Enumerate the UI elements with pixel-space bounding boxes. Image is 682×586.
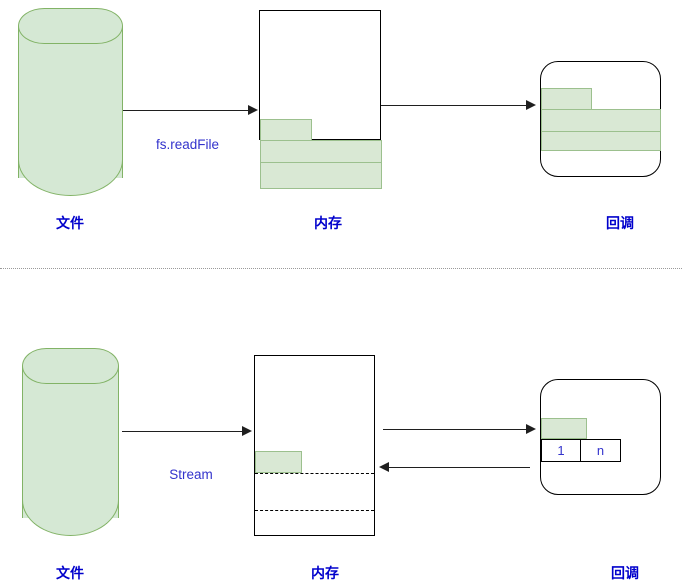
cylinder-top-ellipse	[18, 8, 123, 44]
arrow-memory-to-callback-top	[381, 105, 528, 106]
memory-box-bottom	[254, 355, 375, 536]
arrow-memory-to-callback-bottom	[383, 429, 527, 430]
file-cylinder-top	[18, 8, 123, 196]
arrow-head-file-to-memory-bottom	[242, 426, 252, 436]
memory-dashed-line-2	[255, 510, 374, 511]
chunk-table: 1 n	[541, 439, 621, 462]
memory-dashed-line-1	[255, 473, 374, 474]
cylinder-body	[22, 366, 119, 518]
file-label-bottom: 文件	[56, 565, 84, 581]
memory-box-top	[259, 10, 381, 140]
arrow-head-memory-to-callback-top	[526, 100, 536, 110]
file-cylinder-bottom	[22, 348, 119, 536]
chunk-cell-1[interactable]: 1	[541, 439, 581, 462]
chunk-cell-n[interactable]: n	[581, 439, 621, 462]
cylinder-body	[18, 26, 123, 178]
section-separator	[0, 268, 682, 269]
file-label-top: 文件	[56, 215, 84, 231]
callback-bar-bottom-1	[541, 418, 587, 439]
arrow-head-file-to-memory-top	[248, 105, 258, 115]
memory-label-top: 内存	[314, 215, 342, 231]
callback-label-top: 回调	[606, 215, 634, 231]
memory-bar-top-2	[260, 140, 382, 163]
callback-bar-top-2	[541, 109, 661, 132]
edge-label-fs-readfile: fs.readFile	[155, 137, 220, 152]
cylinder-bottom	[22, 500, 119, 536]
cylinder-bottom	[18, 160, 123, 196]
edge-label-stream: Stream	[169, 467, 213, 482]
arrow-file-to-memory-top	[123, 110, 250, 111]
arrow-head-callback-to-memory-bottom	[379, 462, 389, 472]
cylinder-top-ellipse	[22, 348, 119, 384]
arrow-head-memory-to-callback-bottom	[526, 424, 536, 434]
callback-bar-top-1	[541, 88, 592, 110]
callback-label-bottom: 回调	[611, 565, 639, 581]
callback-bar-top-3	[541, 131, 661, 151]
memory-bar-top-3	[260, 162, 382, 189]
memory-label-bottom: 内存	[311, 565, 339, 581]
arrow-file-to-memory-bottom	[122, 431, 244, 432]
callback-box-bottom	[540, 379, 661, 495]
memory-bar-bottom-1	[255, 451, 302, 473]
arrow-callback-to-memory-bottom	[388, 467, 530, 468]
memory-bar-top-1	[260, 119, 312, 141]
